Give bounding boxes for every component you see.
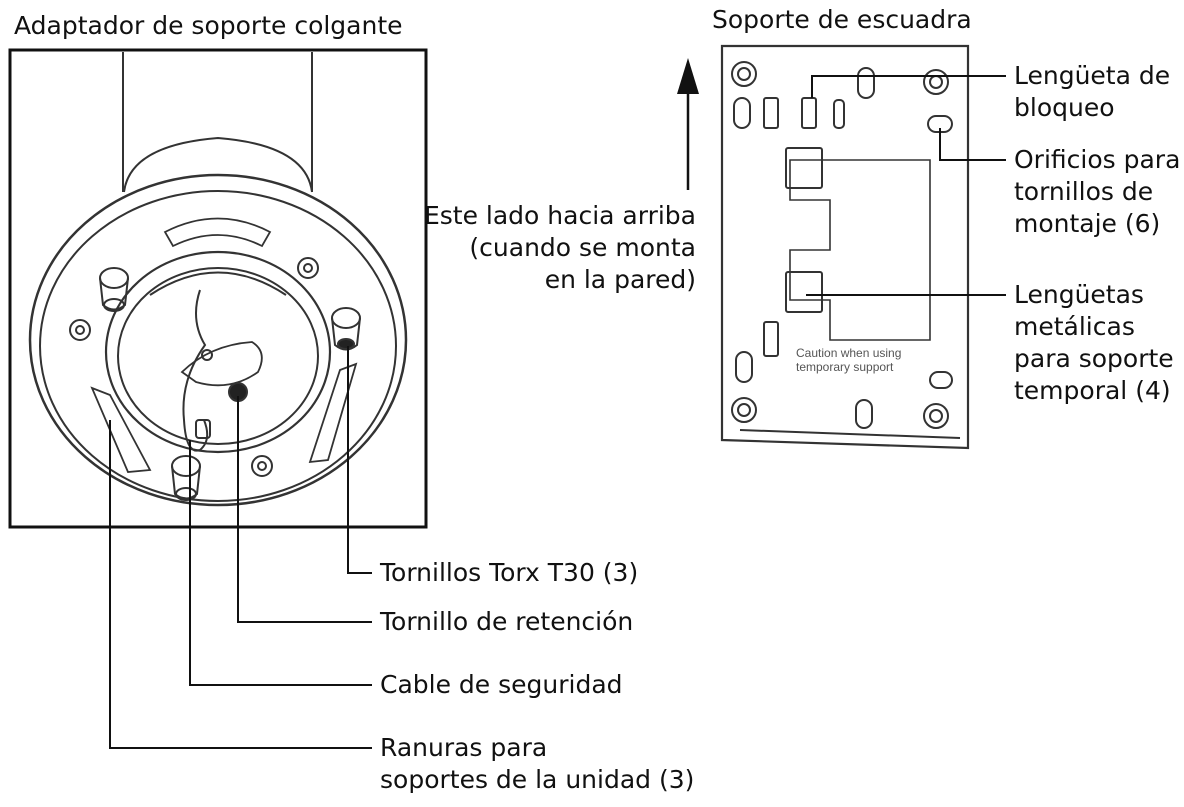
torx-screw-3: [171, 455, 201, 501]
pendant-adapter-title: Adaptador de soporte colgante: [14, 11, 403, 40]
leader-locking-tab: [811, 75, 1006, 98]
right-slot: [308, 362, 358, 464]
up-note: Este lado hacia arriba (cuando se monta …: [423, 201, 696, 294]
mount-slot-5: [855, 399, 873, 429]
torx-screw-1: [99, 267, 129, 312]
right-leaders: [806, 75, 1006, 296]
callout-safety-cable: Cable de seguridad: [380, 670, 623, 699]
top-slot: [163, 217, 272, 248]
leader-torx: [347, 346, 372, 574]
metal-tab-1: [785, 147, 823, 189]
plate-caution-line1: Caution when using: [796, 346, 902, 360]
pendant-adapter-drawing: [8, 48, 428, 529]
metal-tab-2: [785, 271, 823, 313]
leader-cable: [189, 440, 372, 686]
pendant-frame: [8, 48, 428, 529]
outer-ring: [28, 173, 408, 507]
safety-cable: [182, 289, 209, 452]
mount-slot-4: [735, 351, 753, 383]
corner-hole-br: [923, 403, 949, 429]
leader-retention: [237, 396, 372, 623]
locking-tab: [801, 97, 817, 129]
corner-hole-tl: [731, 61, 757, 87]
plate-caution-line2: temporary support: [796, 360, 894, 374]
corner-hole-bl: [731, 397, 757, 423]
plate-outline: [720, 44, 970, 450]
callout-metal-tabs: Lengüetas metálicas para soporte tempora…: [1014, 280, 1174, 405]
callout-retention-screw: Tornillo de retención: [380, 607, 634, 636]
leader-slots: [109, 420, 372, 749]
mount-slot-2: [857, 67, 875, 99]
left-leaders: [109, 346, 372, 749]
inner-ring: [104, 250, 332, 454]
up-arrow-icon: [677, 58, 699, 190]
metal-tab-3: [763, 321, 779, 357]
callout-locking-tab: Lengüeta de bloqueo: [1014, 61, 1171, 122]
mount-slot-1: [733, 97, 751, 129]
leader-mount-holes: [939, 128, 1006, 161]
mount-slot-6: [929, 371, 953, 389]
callout-mount-holes: Orificios para tornillos de montaje (6): [1014, 145, 1181, 238]
corner-hole-tr: [923, 69, 949, 95]
bracket-plate-drawing: [720, 44, 970, 450]
bracket-title: Soporte de escuadra: [712, 5, 972, 34]
torx-screw-2: [331, 307, 361, 351]
callout-torx-screws: Tornillos Torx T30 (3): [380, 558, 639, 587]
callout-slots: Ranuras para soportes de la unidad (3): [380, 733, 695, 794]
left-slot: [90, 386, 152, 473]
